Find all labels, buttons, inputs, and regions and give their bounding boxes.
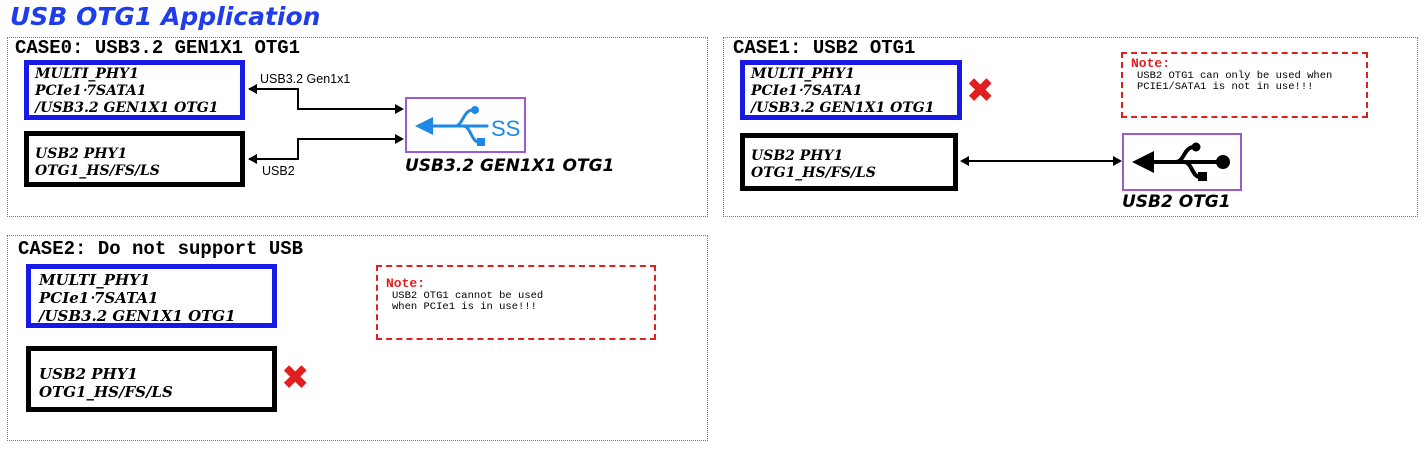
case0-multi-phy-line-1: MULTI_PHY1 bbox=[35, 66, 139, 82]
case0-usb2-link-label: USB2 bbox=[262, 164, 295, 178]
case1-title: CASE1: USB2 OTG1 bbox=[733, 37, 916, 59]
case2-multi-phy-block: MULTI_PHY1 PCIe1‧7SATA1 /USB3.2 GEN1X1 O… bbox=[26, 264, 277, 328]
case0-usb3-link-label: USB3.2 Gen1x1 bbox=[260, 72, 351, 86]
usb-icon bbox=[1132, 142, 1230, 181]
case2-note-title: Note: bbox=[386, 276, 426, 291]
case2-multi-phy-line-3: /USB3.2 GEN1X1 OTG1 bbox=[39, 307, 236, 325]
case2-multi-phy-line-2: PCIe1‧7SATA1 bbox=[39, 289, 159, 307]
case0-usb-ss-connector: SS bbox=[405, 97, 526, 153]
case0-usb2-phy-line-2: OTG1_HS/FS/LS bbox=[35, 163, 160, 179]
case2-multi-phy-line-1: MULTI_PHY1 bbox=[39, 271, 151, 289]
case1-note: Note: USB2 OTG1 can only be used when PC… bbox=[1121, 52, 1368, 118]
case1-note-text: USB2 OTG1 can only be used when PCIE1/SA… bbox=[1137, 70, 1333, 93]
case1-multi-phy-line-1: MULTI_PHY1 bbox=[751, 66, 855, 82]
case2-usb2-phy-unavailable-icon: ✖ bbox=[281, 358, 310, 398]
case0-connector-label: USB3.2 GEN1X1 OTG1 bbox=[405, 156, 615, 176]
case2-note: Note: USB2 OTG1 cannot be used when PCIe… bbox=[376, 265, 656, 340]
case0-usb2-phy-line-1: USB2 PHY1 bbox=[35, 146, 128, 162]
case2-usb2-phy-line-2: OTG1_HS/FS/LS bbox=[39, 383, 173, 401]
case2-usb2-phy-line-1: USB2 PHY1 bbox=[39, 365, 138, 383]
usb-ss-icon-text: SS bbox=[491, 116, 520, 141]
case1-panel bbox=[723, 37, 1418, 217]
case2-panel bbox=[7, 235, 708, 441]
case0-multi-phy-line-3: /USB3.2 GEN1X1 OTG1 bbox=[35, 100, 219, 116]
case1-multi-phy-line-3: /USB3.2 GEN1X1 OTG1 bbox=[751, 100, 935, 116]
case1-usb2-phy-block: USB2 PHY1 OTG1_HS/FS/LS bbox=[740, 133, 958, 191]
case1-usb2-phy-line-1: USB2 PHY1 bbox=[751, 148, 844, 164]
case1-connector-label: USB2 OTG1 bbox=[1122, 192, 1231, 212]
case0-multi-phy-line-2: PCIe1‧7SATA1 bbox=[35, 83, 147, 99]
case1-multi-phy-block: MULTI_PHY1 PCIe1‧7SATA1 /USB3.2 GEN1X1 O… bbox=[740, 60, 962, 120]
case0-panel bbox=[7, 37, 708, 217]
case1-usb2-connector bbox=[1122, 133, 1242, 191]
case1-usb2-phy-line-2: OTG1_HS/FS/LS bbox=[751, 165, 876, 181]
case2-title: CASE2: Do not support USB bbox=[18, 238, 304, 260]
usb-superspeed-icon: SS bbox=[415, 106, 520, 146]
case1-multi-phy-line-2: PCIe1‧7SATA1 bbox=[751, 83, 863, 99]
case1-multi-phy-unavailable-icon: ✖ bbox=[966, 71, 995, 111]
case2-usb2-phy-block: USB2 PHY1 OTG1_HS/FS/LS bbox=[26, 346, 277, 412]
case1-note-title: Note: bbox=[1131, 56, 1171, 71]
case0-multi-phy-block: MULTI_PHY1 PCIe1‧7SATA1 /USB3.2 GEN1X1 O… bbox=[24, 60, 245, 120]
case2-note-text: USB2 OTG1 cannot be used when PCIe1 is i… bbox=[392, 290, 544, 313]
case0-title: CASE0: USB3.2 GEN1X1 OTG1 bbox=[15, 37, 301, 59]
page-title: USB OTG1 Application bbox=[10, 2, 321, 31]
case0-usb2-phy-block: USB2 PHY1 OTG1_HS/FS/LS bbox=[24, 131, 245, 187]
